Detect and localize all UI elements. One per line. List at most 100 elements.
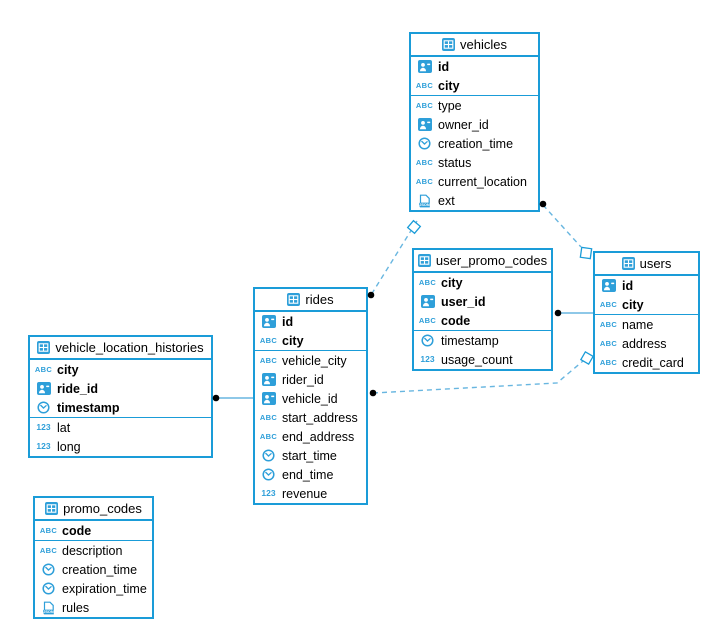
svg-text:JSON: JSON	[419, 202, 430, 206]
relationship-endpoint-dot-vehicle_location_histories-to-rides	[212, 394, 220, 402]
field-name: user_id	[441, 294, 486, 309]
text-abc-icon: ABC	[599, 338, 618, 348]
primary-key-separator	[411, 95, 538, 96]
table-header-vehicles[interactable]: vehicles	[411, 34, 538, 57]
field-row-rides-end_time[interactable]: end_time	[255, 465, 366, 484]
field-name: city	[438, 78, 460, 93]
table-header-promo_codes[interactable]: promo_codes	[35, 498, 152, 521]
text-abc-icon: ABC	[415, 176, 434, 186]
text-abc-icon: ABC	[259, 355, 278, 365]
field-row-rides-rider_id[interactable]: rider_id	[255, 370, 366, 389]
field-name: description	[62, 543, 123, 558]
text-abc-icon: ABC	[599, 357, 618, 367]
table-title: vehicle_location_histories	[55, 340, 204, 355]
table-icon	[287, 293, 301, 306]
relationship-endpoint-dot-rides-to-users	[369, 389, 377, 397]
relationship-diamond-marker-rides-to-users	[579, 350, 595, 366]
field-row-vehicles-owner_id[interactable]: owner_id	[411, 115, 538, 134]
clock-icon	[260, 468, 277, 481]
table-title: rides	[305, 292, 334, 307]
field-name: id	[438, 59, 450, 74]
primary-key-separator	[35, 540, 152, 541]
field-row-users-id[interactable]: id	[595, 276, 698, 295]
number-123-icon: 123	[36, 441, 51, 452]
table-title: users	[639, 256, 672, 271]
field-row-promo_codes-expiration_time[interactable]: expiration_time	[35, 579, 152, 598]
person-id-icon	[600, 279, 617, 292]
field-row-vehicle_location_histories-timestamp[interactable]: timestamp	[30, 398, 211, 417]
relationship-endpoint-dot-vehicles-to-users	[539, 200, 547, 208]
field-name: address	[622, 336, 667, 351]
field-name: status	[438, 155, 472, 170]
primary-key-separator	[30, 417, 211, 418]
field-row-vehicles-id[interactable]: id	[411, 57, 538, 76]
clock-icon	[35, 401, 52, 414]
field-row-rides-id[interactable]: id	[255, 312, 366, 331]
table-icon	[37, 341, 51, 354]
field-name: city	[57, 362, 79, 377]
table-title: promo_codes	[63, 501, 142, 516]
number-123-icon: 123	[261, 488, 276, 499]
table-header-user_promo_codes[interactable]: user_promo_codes	[414, 250, 551, 273]
table-header-users[interactable]: users	[595, 253, 698, 276]
json-icon: JSON	[416, 194, 433, 208]
table-header-rides[interactable]: rides	[255, 289, 366, 312]
field-row-rides-start_time[interactable]: start_time	[255, 446, 366, 465]
text-abc-icon: ABC	[259, 412, 278, 422]
field-name: timestamp	[441, 333, 499, 348]
field-name: id	[622, 278, 634, 293]
field-row-vehicles-ext[interactable]: JSON ext	[411, 191, 538, 210]
field-row-user_promo_codes-user_id[interactable]: user_id	[414, 292, 551, 311]
table-title: vehicles	[460, 37, 507, 52]
field-row-vehicle_location_histories-ride_id[interactable]: ride_id	[30, 379, 211, 398]
field-row-vehicles-creation_time[interactable]: creation_time	[411, 134, 538, 153]
table-header-vehicle_location_histories[interactable]: vehicle_location_histories	[30, 337, 211, 360]
field-name: end_address	[282, 429, 355, 444]
field-row-user_promo_codes-timestamp[interactable]: timestamp	[414, 331, 551, 350]
primary-key-separator	[414, 330, 551, 331]
field-row-promo_codes-creation_time[interactable]: creation_time	[35, 560, 152, 579]
relationship-diamond-marker-vehicles-to-users	[579, 246, 593, 260]
relationship-endpoint-dot-vehicles-to-rides	[367, 291, 375, 299]
field-name: code	[441, 313, 471, 328]
field-name: id	[282, 314, 294, 329]
field-name: ext	[438, 193, 455, 208]
field-name: usage_count	[441, 352, 513, 367]
field-row-users-address[interactable]: ABC address	[595, 334, 698, 353]
field-row-users-credit_card[interactable]: ABC credit_card	[595, 353, 698, 372]
field-name: lat	[57, 420, 71, 435]
person-id-icon	[260, 392, 277, 405]
field-name: credit_card	[622, 355, 684, 370]
field-row-rides-vehicle_id[interactable]: vehicle_id	[255, 389, 366, 408]
text-abc-icon: ABC	[415, 100, 434, 110]
